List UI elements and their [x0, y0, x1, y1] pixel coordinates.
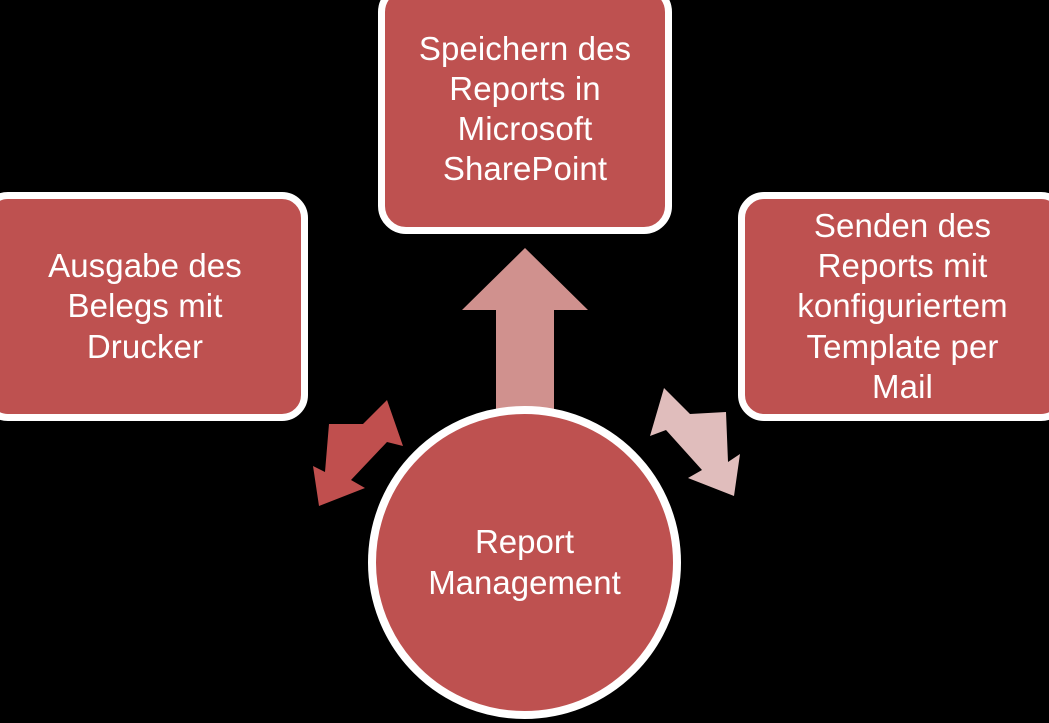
arrow-up-left-icon — [313, 400, 425, 506]
node-mail-label: Senden des Reports mit konfiguriertem Te… — [797, 206, 1008, 405]
node-sharepoint[interactable]: Speichern des Reports in Microsoft Share… — [378, 0, 672, 234]
arrow-up-icon — [462, 248, 588, 420]
arrow-up-right-icon — [636, 388, 748, 496]
node-sharepoint-label: Speichern des Reports in Microsoft Share… — [418, 29, 632, 188]
node-printer[interactable]: Ausgabe des Belegs mit Drucker — [0, 192, 308, 421]
hub-report-management[interactable]: Report Management — [368, 406, 681, 719]
node-printer-label: Ausgabe des Belegs mit Drucker — [48, 247, 242, 365]
hub-label: Report Management — [428, 522, 621, 601]
node-mail[interactable]: Senden des Reports mit konfiguriertem Te… — [738, 192, 1049, 421]
